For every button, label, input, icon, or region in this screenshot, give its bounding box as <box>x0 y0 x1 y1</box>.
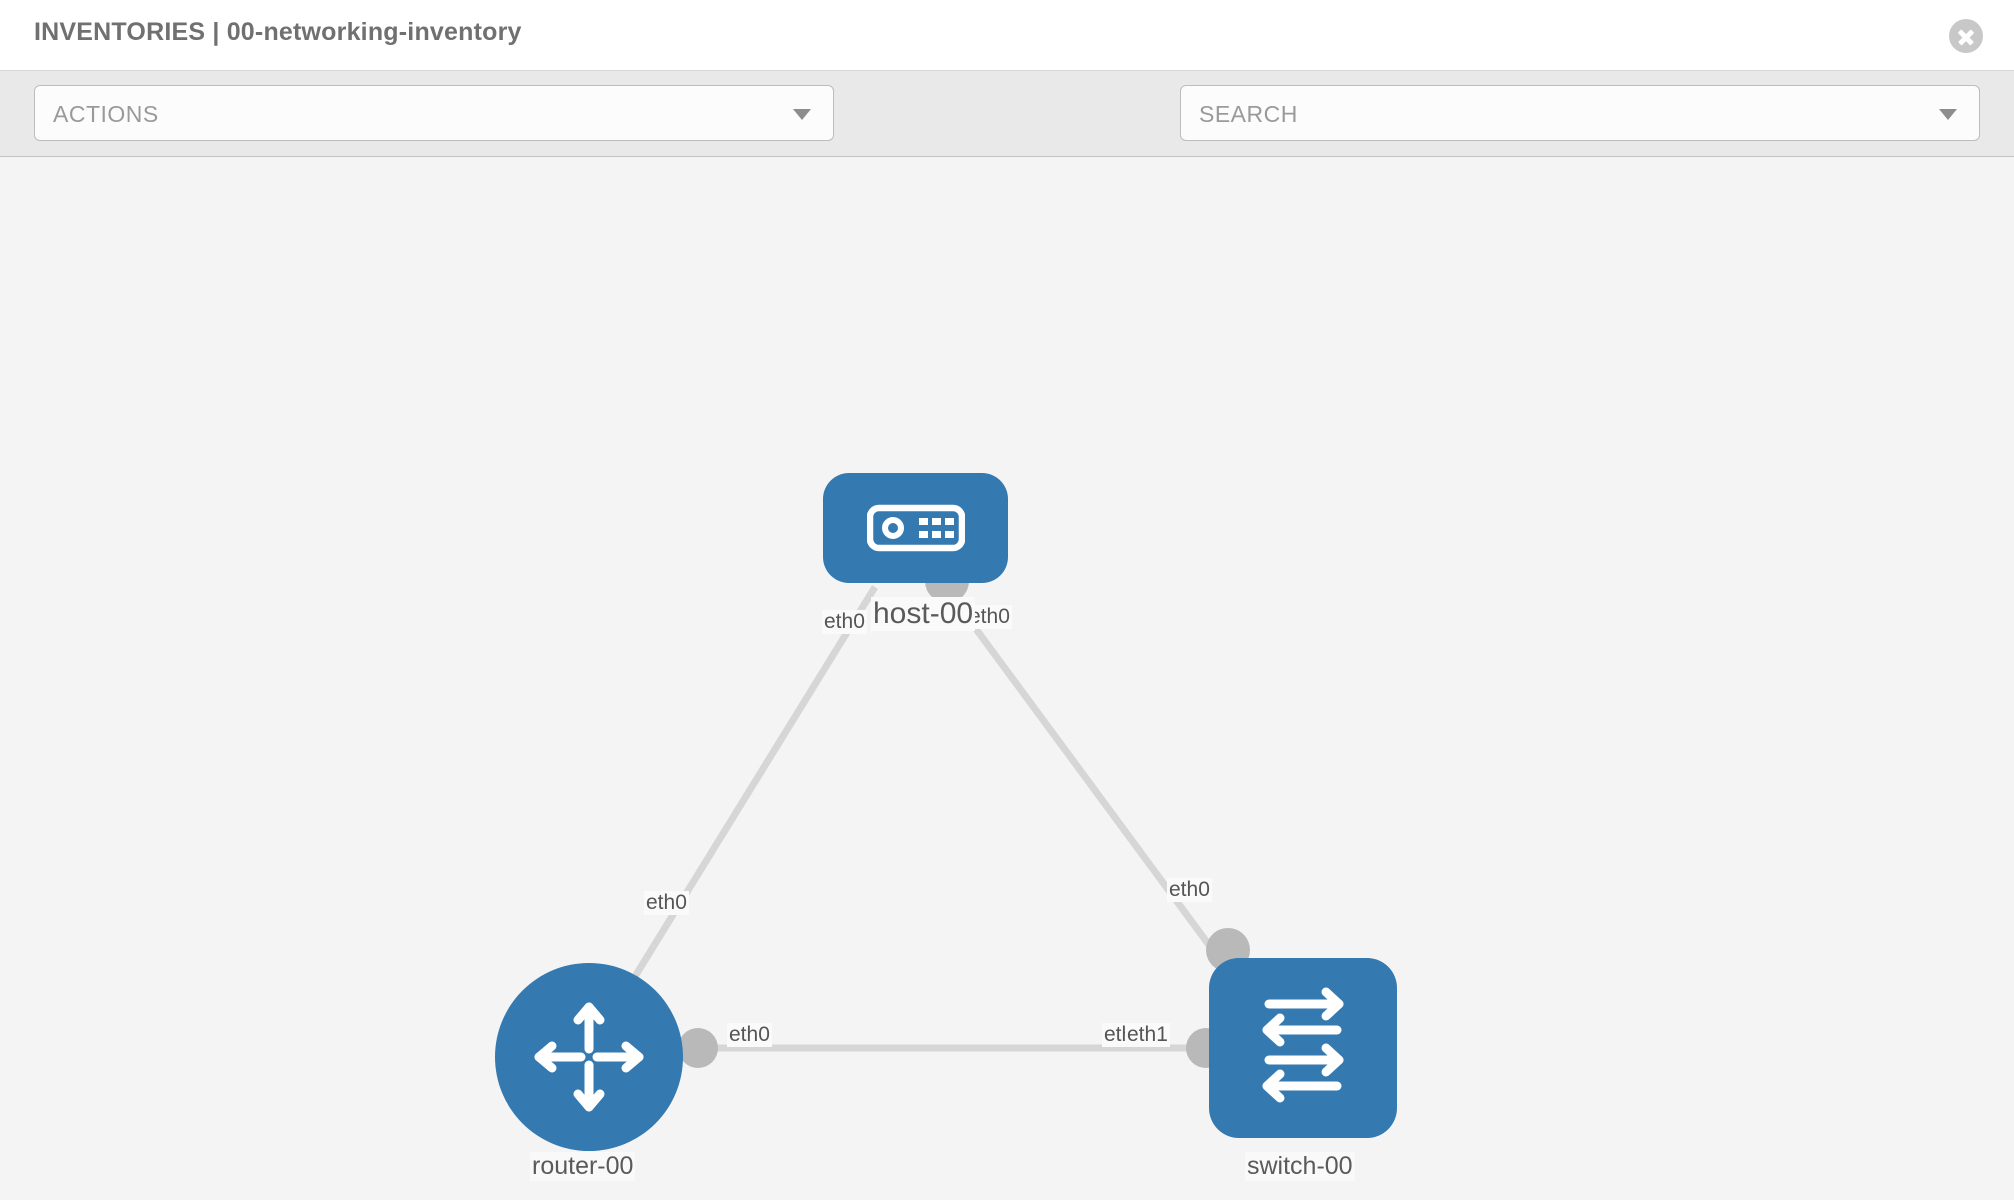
router-node-shape <box>495 963 683 1151</box>
header-bar: INVENTORIES | 00-networking-inventory <box>0 0 2014 71</box>
search-input[interactable]: SEARCH <box>1180 85 1980 141</box>
port-label-router-upper: eth0 <box>644 891 689 915</box>
host-node-shape <box>823 473 1008 583</box>
node-label-router-00: router-00 <box>530 1152 636 1181</box>
link-host-router <box>607 585 878 1019</box>
chevron-down-icon <box>1939 109 1957 120</box>
port-dot-router-right[interactable] <box>678 1028 718 1068</box>
link-host-switch <box>942 584 1243 990</box>
close-icon[interactable] <box>1949 19 1983 53</box>
node-label-host-00: host-00 <box>871 597 976 631</box>
toolbar: ACTIONS SEARCH <box>0 71 2014 201</box>
chevron-down-icon <box>793 109 811 120</box>
router-arrows-icon <box>534 1002 644 1112</box>
topology-canvas[interactable]: host-00 router-00 switch-00 eth0 eth0 <box>0 157 2014 1200</box>
search-input-placeholder: SEARCH <box>1199 101 1298 127</box>
node-label-switch-00: switch-00 <box>1245 1152 1355 1181</box>
port-label-router-right: eth0 <box>727 1023 772 1047</box>
switch-node-shape <box>1209 958 1397 1138</box>
port-label-host-left: eth0 <box>822 610 867 634</box>
actions-dropdown[interactable]: ACTIONS <box>34 85 834 141</box>
port-label-switch-upper: eth0 <box>1167 878 1212 902</box>
topology-links <box>607 584 1243 1052</box>
server-icon <box>867 504 965 552</box>
actions-dropdown-label: ACTIONS <box>53 101 159 127</box>
port-label-switch-left: eth1 <box>1125 1023 1170 1047</box>
page-title: INVENTORIES | 00-networking-inventory <box>34 18 522 46</box>
switch-arrows-icon <box>1262 987 1344 1103</box>
